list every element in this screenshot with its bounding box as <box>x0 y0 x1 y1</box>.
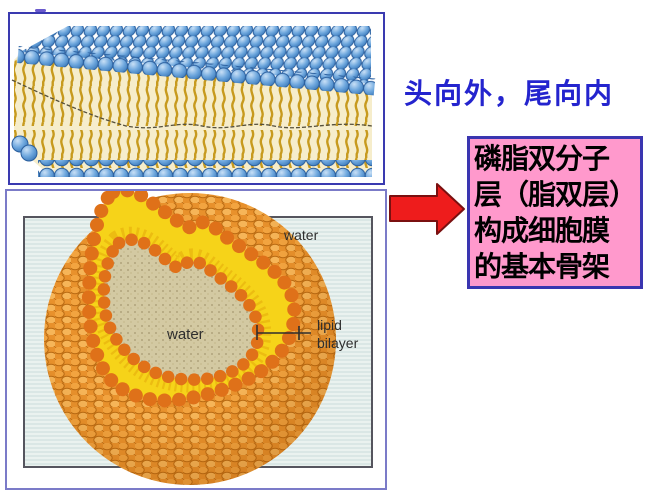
bottom-head-row <box>38 160 372 177</box>
right-arrow-icon <box>388 180 468 238</box>
bilayer-midline <box>11 79 373 129</box>
lipid-bilayer-label-line1: lipid <box>317 317 342 333</box>
water-label-inner: water <box>166 326 204 343</box>
inner-head-ring <box>97 233 265 386</box>
conclusion-line: 层（脂双层） <box>474 179 637 210</box>
lipid-bilayer-label-line2: bilayer <box>317 335 359 351</box>
lipid-bilayer-pointer <box>256 325 311 340</box>
conclusion-line: 构成细胞膜 <box>474 215 610 246</box>
bilayer-figure-frame <box>8 12 385 185</box>
outer-head-ring <box>81 183 302 408</box>
annotation-text: 头向外，尾向内 <box>404 78 615 109</box>
inner-water-core <box>103 239 259 380</box>
liposome-diagram: water water lipid bilayer <box>23 183 373 485</box>
bilayer-diagram <box>11 26 376 177</box>
purple-dash-decoration <box>35 9 46 12</box>
front-head-row <box>17 46 376 96</box>
conclusion-line: 的基本骨架 <box>474 251 610 282</box>
conclusion-line: 磷脂双分子 <box>474 143 610 174</box>
liposome-figure-frame: water water lipid bilayer <box>5 183 387 490</box>
water-label-outer: water <box>283 227 319 243</box>
head-sphere <box>20 144 38 162</box>
upper-tails <box>14 56 372 126</box>
lower-tails <box>14 130 372 168</box>
top-head-grid <box>20 26 371 84</box>
conclusion-box: 磷脂双分子 层（脂双层） 构成细胞膜 的基本骨架 <box>467 136 643 289</box>
